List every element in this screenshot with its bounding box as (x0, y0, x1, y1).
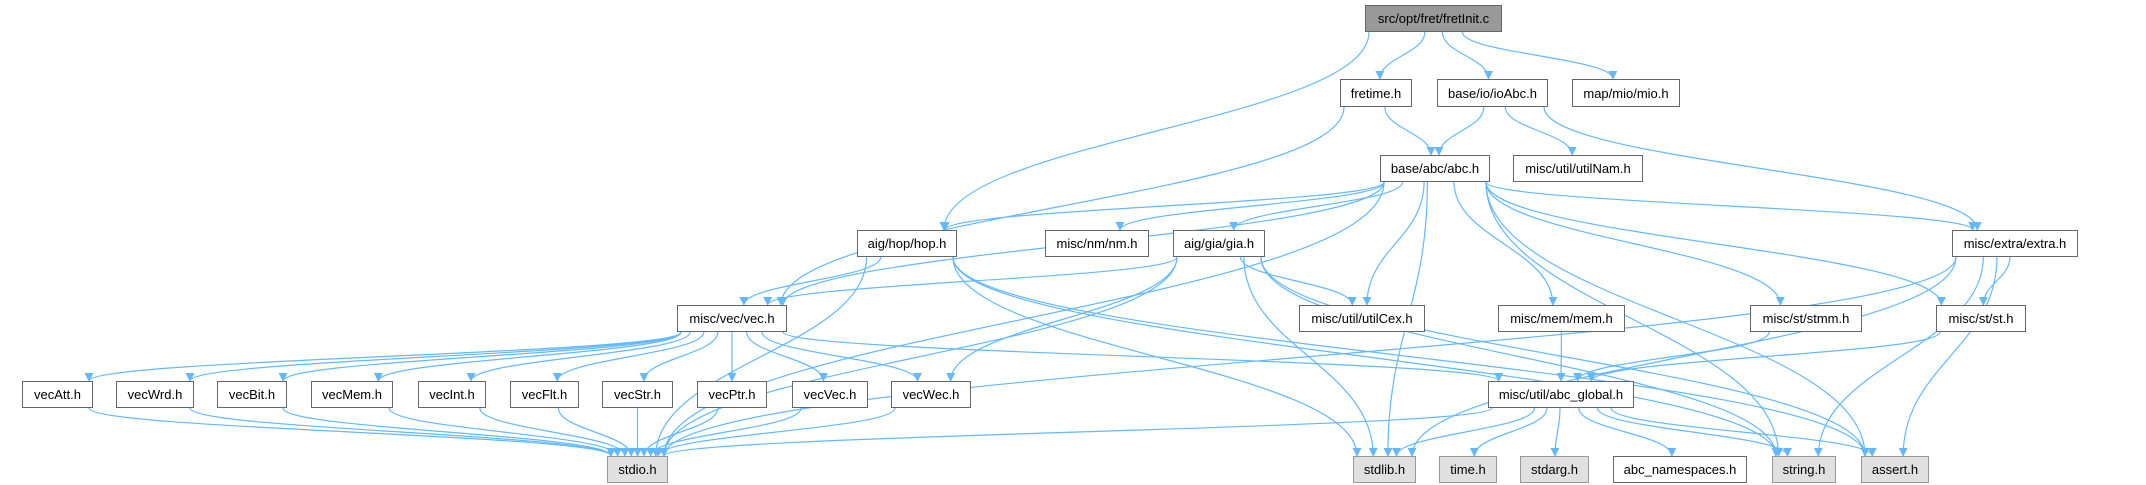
node-vecMem[interactable]: vecMem.h (311, 381, 393, 408)
edge-ioAbc-to-abc (1434, 106, 1485, 156)
edge-vec-to-vecMem (373, 331, 682, 382)
node-stmm[interactable]: misc/st/stmm.h (1750, 305, 1862, 332)
edge-abc-to-mem (1453, 181, 1558, 306)
edge-vecInt-to-stdio (479, 407, 630, 457)
edge-abc_global-to-stdarg (1550, 407, 1561, 457)
edge-vec-to-vecFlt (552, 331, 705, 382)
node-fretime[interactable]: fretime.h (1340, 79, 1412, 107)
edge-extra-to-stdlib (1407, 256, 1957, 457)
edge-abc_global-to-time (1469, 407, 1548, 457)
node-abc[interactable]: base/abc/abc.h (1380, 155, 1490, 182)
node-utilNam[interactable]: misc/util/utilNam.h (1513, 155, 1643, 182)
edge-ioAbc-to-extra (1543, 106, 1982, 231)
node-vecVec[interactable]: vecVec.h (792, 381, 868, 408)
node-utilCex[interactable]: misc/util/utilCex.h (1299, 305, 1425, 332)
edge-extra-to-st (1978, 256, 2011, 306)
edge-hop-to-stdio (651, 256, 868, 457)
node-string[interactable]: string.h (1772, 456, 1836, 483)
edge-abc_global-to-stdlib (1392, 407, 1536, 457)
edge-vec-to-vecWrd (185, 331, 682, 382)
edge-vecFlt-to-stdio (557, 407, 636, 457)
node-gia[interactable]: aig/gia/gia.h (1173, 230, 1265, 257)
edge-gia-to-utilCex (1239, 256, 1357, 306)
node-stdio[interactable]: stdio.h (607, 456, 668, 483)
node-abc-namespaces[interactable]: abc_namespaces.h (1613, 456, 1747, 483)
edge-vec-to-vecAtt (84, 331, 682, 382)
node-root[interactable]: src/opt/fret/fretInit.c (1365, 5, 1502, 32)
node-vecWec[interactable]: vecWec.h (891, 381, 971, 408)
edge-abc-to-gia (1229, 181, 1404, 231)
edge-abc-to-string (1485, 181, 1784, 457)
node-extra[interactable]: misc/extra/extra.h (1952, 230, 2078, 257)
edge-root-to-ioAbc (1441, 31, 1493, 80)
edge-gia-to-assert (1260, 256, 1870, 457)
edge-stmm-to-abc_global (1573, 331, 1770, 382)
edge-vec-to-vecStr (639, 331, 719, 382)
edge-abc-to-st (1485, 181, 1946, 306)
edge-root-to-mio (1461, 31, 1618, 80)
edge-vec-to-vecVec (746, 331, 828, 382)
edge-abc-to-extra (1485, 181, 1977, 231)
edge-abc-to-stmm (1485, 181, 1785, 306)
node-mem[interactable]: misc/mem/mem.h (1498, 305, 1625, 332)
edge-vecWrd-to-stdio (189, 407, 616, 457)
node-vecInt[interactable]: vecInt.h (418, 381, 486, 408)
node-vecPtr[interactable]: vecPtr.h (697, 381, 767, 408)
node-hop[interactable]: aig/hop/hop.h (857, 230, 957, 257)
edge-fretime-to-vec (776, 106, 1345, 306)
node-vecStr[interactable]: vecStr.h (602, 381, 673, 408)
edge-vec-to-vecInt (466, 331, 691, 382)
node-ioAbc[interactable]: base/io/ioAbc.h (1437, 79, 1548, 107)
node-assert[interactable]: assert.h (1861, 456, 1929, 483)
edge-vecWec-to-stdio (653, 407, 896, 457)
edge-vecPtr-to-stdio (639, 407, 719, 457)
edge-gia-to-string (1260, 256, 1781, 457)
node-vecWrd[interactable]: vecWrd.h (116, 381, 194, 408)
edge-ioAbc-to-utilNam (1504, 106, 1577, 156)
edge-abc-to-nm (1115, 181, 1385, 231)
node-vecBit[interactable]: vecBit.h (217, 381, 287, 408)
node-vecFlt[interactable]: vecFlt.h (510, 381, 579, 408)
edge-vecMem-to-stdio (388, 407, 623, 457)
node-mio[interactable]: map/mio/mio.h (1572, 79, 1680, 107)
node-vecAtt[interactable]: vecAtt.h (22, 381, 93, 408)
edge-abc_global-to-assert (1610, 407, 1877, 457)
edge-vec-to-abc_global (782, 331, 1503, 382)
node-abc-global[interactable]: misc/util/abc_global.h (1488, 381, 1634, 408)
edge-gia-to-vec (763, 256, 1178, 306)
edge-extra-to-stdio (659, 256, 1957, 457)
node-nm[interactable]: misc/nm/nm.h (1045, 230, 1149, 257)
edge-hop-to-vec (739, 256, 882, 306)
edge-abc_global-to-abc_namespaces (1578, 407, 1677, 457)
edge-hop-to-assert (952, 256, 1870, 457)
edge-abc_global-to-string (1596, 407, 1792, 457)
edge-vecAtt-to-stdio (88, 407, 616, 457)
edge-extra-to-assert (1898, 256, 1998, 457)
edge-vec-to-vecWec (761, 331, 922, 382)
node-vec[interactable]: misc/vec/vec.h (677, 305, 787, 332)
node-st[interactable]: misc/st/st.h (1936, 305, 2026, 332)
edge-fretime-to-abc (1384, 106, 1436, 156)
edge-hop-to-string (952, 256, 1781, 457)
edge-gia-to-stdio (659, 256, 1178, 457)
node-stdarg[interactable]: stdarg.h (1520, 456, 1589, 483)
edge-vec-to-vecBit (278, 331, 682, 382)
edge-abc-to-hop (940, 181, 1385, 231)
edge-abc_global-to-stdio (659, 407, 1493, 457)
edge-vecBit-to-stdio (282, 407, 616, 457)
edge-abc-to-utilCex (1362, 181, 1425, 306)
edge-gia-to-vecWec (946, 256, 1178, 382)
edge-extra-to-string (1813, 256, 1984, 457)
node-stdlib[interactable]: stdlib.h (1353, 456, 1416, 483)
edge-abc-to-assert (1485, 181, 1870, 457)
edge-root-to-fretime (1375, 31, 1426, 80)
edge-root-to-hop (939, 31, 1370, 231)
node-time[interactable]: time.h (1439, 456, 1497, 483)
edge-st-to-abc_global (1586, 331, 1941, 382)
